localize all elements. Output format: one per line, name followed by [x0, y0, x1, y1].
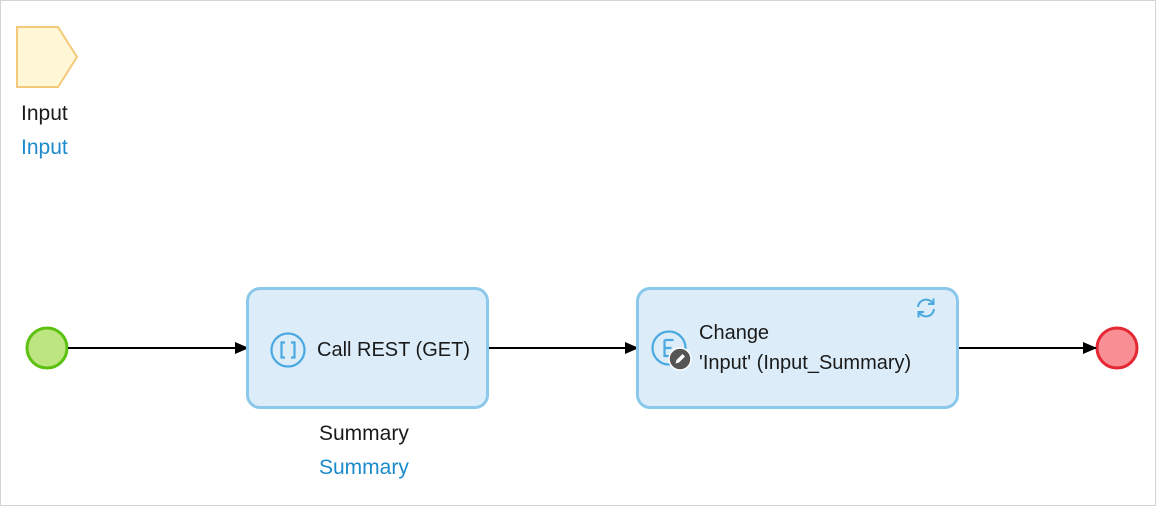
rest-output-name: Summary	[319, 422, 409, 445]
change-label-line1: Change	[699, 322, 770, 344]
parameter-type: Input	[21, 136, 68, 159]
change-label-line2: 'Input' (Input_Summary)	[699, 352, 912, 374]
rest-output-type: Summary	[319, 456, 409, 479]
pencil-icon	[668, 347, 692, 371]
call-rest-label: Call REST (GET)	[317, 339, 470, 361]
refresh-icon[interactable]	[912, 294, 940, 322]
end-event[interactable]	[1095, 326, 1139, 370]
parameter-name: Input	[21, 102, 68, 125]
rest-call-icon	[270, 332, 306, 368]
change-object-icon	[651, 330, 692, 371]
start-event[interactable]	[25, 326, 69, 370]
change-object-activity[interactable]: Change 'Input' (Input_Summary)	[636, 287, 959, 409]
input-parameter-shape[interactable]	[16, 26, 79, 88]
call-rest-activity[interactable]: Call REST (GET)	[246, 287, 489, 409]
